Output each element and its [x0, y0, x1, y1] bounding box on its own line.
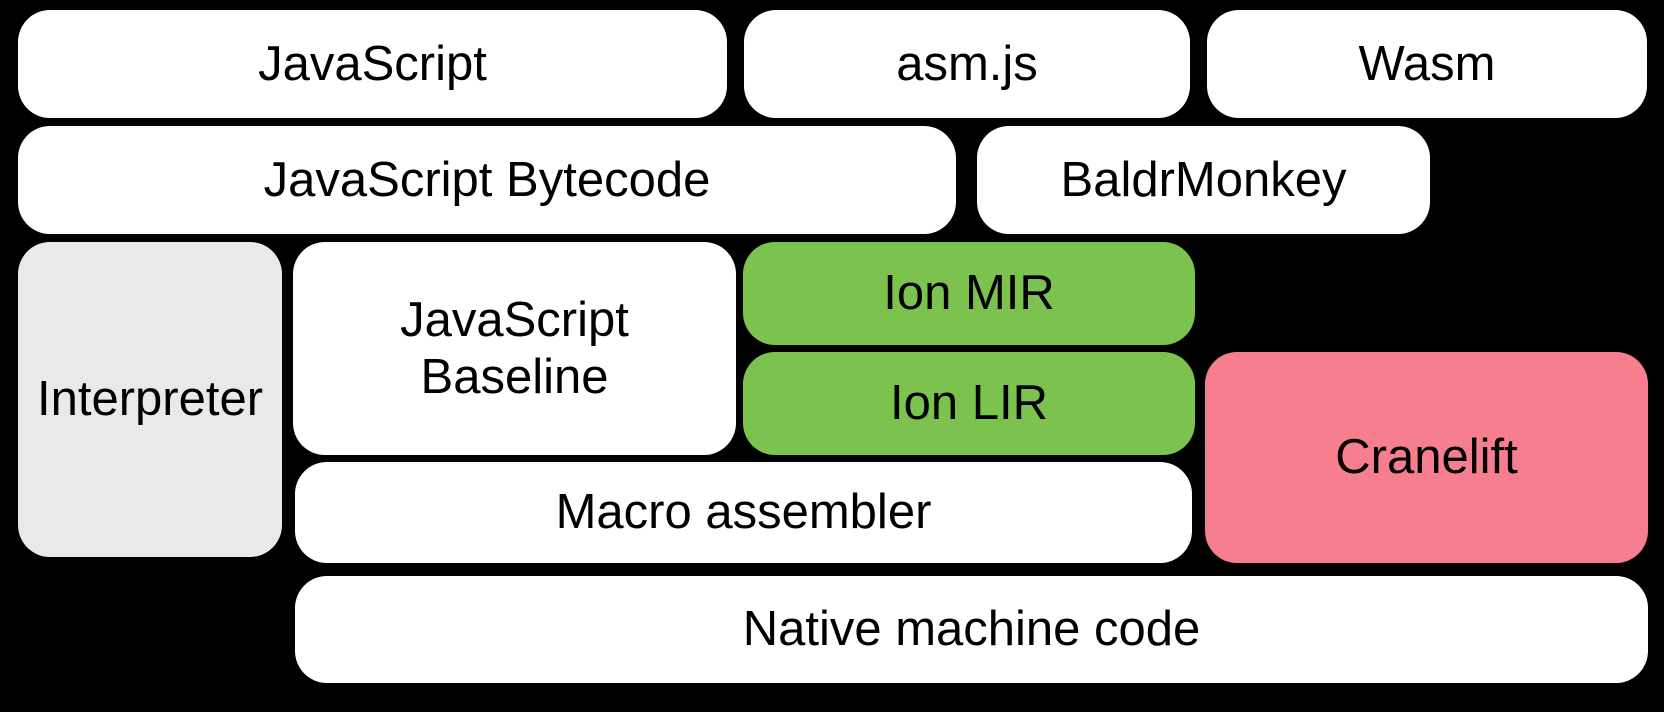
- box-cranelift-label: Cranelift: [1335, 430, 1518, 485]
- box-javascript-baseline: JavaScript Baseline: [293, 242, 736, 455]
- box-javascript: JavaScript: [18, 10, 727, 118]
- box-cranelift: Cranelift: [1205, 352, 1648, 563]
- box-wasm-label: Wasm: [1358, 36, 1496, 91]
- box-javascript-label: JavaScript: [258, 36, 487, 91]
- box-javascript-baseline-label: JavaScript Baseline: [400, 293, 629, 404]
- box-baldrmonkey-label: BaldrMonkey: [1060, 152, 1347, 207]
- box-ion-mir-label: Ion MIR: [883, 266, 1055, 321]
- box-ion-lir: Ion LIR: [743, 352, 1195, 455]
- box-interpreter: Interpreter: [18, 242, 282, 557]
- box-native-machine-code-label: Native machine code: [742, 602, 1201, 657]
- box-ion-lir-label: Ion LIR: [890, 376, 1048, 431]
- box-native-machine-code: Native machine code: [295, 576, 1648, 683]
- box-javascript-bytecode: JavaScript Bytecode: [18, 126, 956, 234]
- box-asmjs-label: asm.js: [896, 36, 1038, 91]
- box-wasm: Wasm: [1207, 10, 1647, 118]
- box-javascript-bytecode-label: JavaScript Bytecode: [263, 152, 711, 207]
- box-interpreter-label: Interpreter: [36, 372, 264, 427]
- box-ion-mir: Ion MIR: [743, 242, 1195, 345]
- box-asmjs: asm.js: [744, 10, 1190, 118]
- box-macro-assembler-label: Macro assembler: [555, 485, 932, 540]
- box-baldrmonkey: BaldrMonkey: [977, 126, 1430, 234]
- box-macro-assembler: Macro assembler: [295, 462, 1192, 563]
